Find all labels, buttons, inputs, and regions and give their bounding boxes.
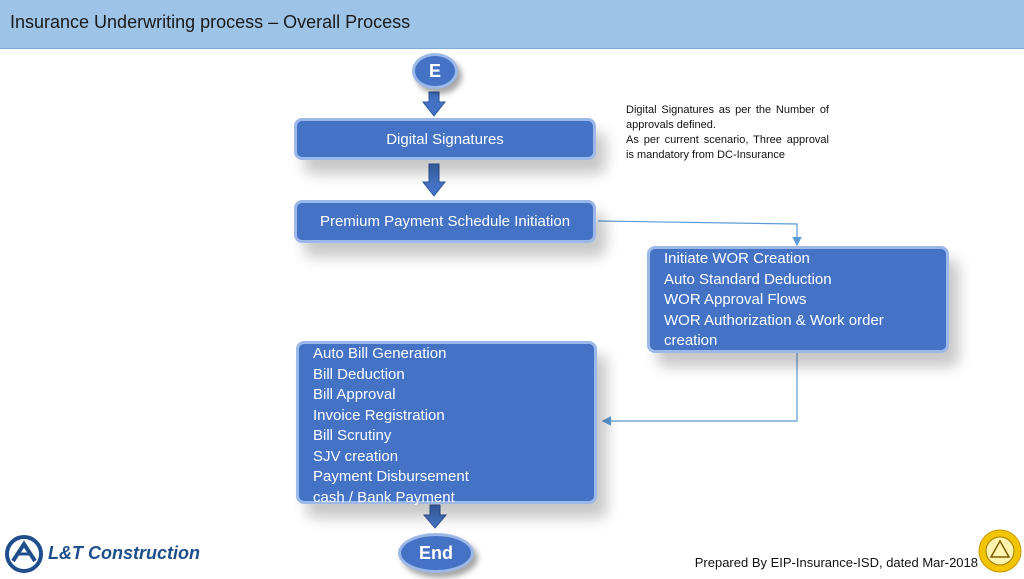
lt-logo-icon <box>5 535 43 573</box>
list-item: WOR Approval Flows <box>664 291 807 308</box>
connector-premium-to-wor <box>597 220 802 247</box>
list-item: Initiate WOR Creation <box>664 250 810 267</box>
list-item: cash / Bank Payment <box>313 488 455 506</box>
list-item: Payment Disbursement <box>313 468 469 485</box>
digital-signatures-box: Digital Signatures <box>294 118 596 160</box>
list-item: Auto Bill Generation <box>313 345 447 362</box>
arrow-signatures-to-premium <box>421 163 447 197</box>
premium-payment-label: Premium Payment Schedule Initiation <box>319 213 571 230</box>
list-item: Bill Approval <box>313 386 396 403</box>
note-line-1: Digital Signatures as per the Number of … <box>626 104 829 131</box>
list-item: SJV creation <box>313 447 399 465</box>
list-item: Auto Standard Deduction <box>664 270 832 288</box>
wor-box: Initiate WOR Creation Auto Standard Dedu… <box>647 246 949 353</box>
list-item: Invoice Registration <box>313 406 445 424</box>
start-node: E <box>412 53 458 89</box>
connector-wor-to-bill <box>601 352 798 426</box>
list-item: creation <box>664 332 718 349</box>
title-bar: Insurance Underwriting process – Overall… <box>0 0 1024 49</box>
list-item: Bill Scrutiny <box>313 427 392 444</box>
lt-logo-text: L&T Construction <box>48 543 200 563</box>
end-node-label: End <box>419 542 453 563</box>
page-title: Insurance Underwriting process – Overall… <box>10 12 411 32</box>
list-item: Bill Deduction <box>313 365 405 383</box>
premium-payment-box: Premium Payment Schedule Initiation <box>294 200 596 243</box>
start-node-label: E <box>428 60 441 81</box>
arrow-bill-to-end <box>422 504 448 529</box>
note-line-2: As per current scenario, Three approval … <box>626 134 829 161</box>
end-node: End <box>398 533 474 573</box>
list-item: WOR Authorization & Work order <box>664 311 884 329</box>
arrow-e-to-signatures <box>421 91 447 117</box>
prepared-by-footer: Prepared By EIP-Insurance-ISD, dated Mar… <box>694 555 978 570</box>
digital-signatures-note: Digital Signatures as per the Number of … <box>626 103 829 163</box>
lt-logo: L&T Construction <box>4 534 204 574</box>
bill-box: Auto Bill Generation Bill Deduction Bill… <box>296 341 597 506</box>
eip-seal-icon <box>978 529 1022 573</box>
digital-signatures-label: Digital Signatures <box>386 130 504 148</box>
